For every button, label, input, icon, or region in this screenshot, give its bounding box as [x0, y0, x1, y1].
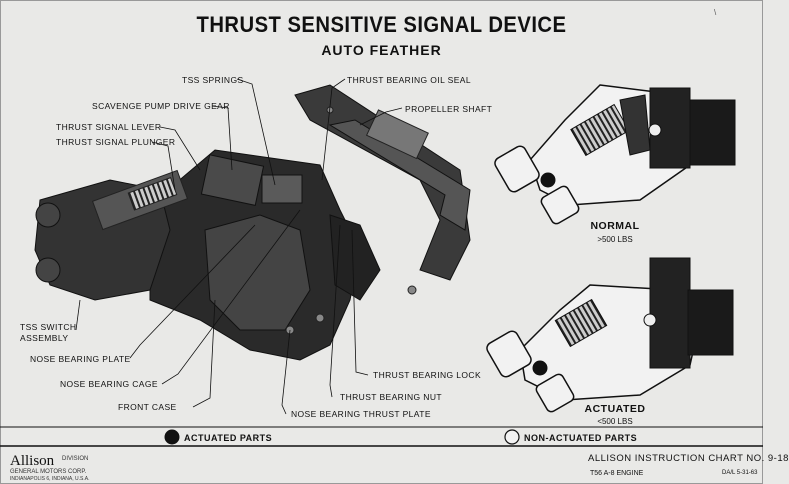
legend-actuated-label: ACTUATED PARTS [184, 433, 273, 443]
allison-logo-text: Allison [10, 453, 55, 469]
label-front-case: FRONT CASE [118, 402, 177, 412]
actuated-ball [532, 360, 548, 376]
footer-gm: GENERAL MOTORS CORP. [10, 469, 87, 475]
normal-spring [570, 103, 630, 157]
actuated-caption: ACTUATED [584, 403, 646, 415]
illustration [0, 0, 763, 484]
actuated-view [486, 257, 734, 413]
tss-spring-coil [127, 177, 178, 211]
label-nose-bearing-thrust-plate: NOSE BEARING THRUST PLATE [291, 409, 431, 419]
label-thrust-bearing-lock: THRUST BEARING LOCK [373, 370, 482, 380]
legend-actuated-swatch [164, 429, 180, 445]
shaft-splines [365, 109, 429, 160]
label-thrust-bearing-oil-seal: THRUST BEARING OIL SEAL [347, 75, 471, 85]
legend-non-actuated-label: NON-ACTUATED PARTS [524, 433, 638, 443]
label-thrust-signal-plunger: THRUST SIGNAL PLUNGER [56, 137, 176, 147]
corner-mark: \ [714, 8, 717, 17]
engine-model: T56 A-8 ENGINE [590, 470, 644, 477]
normal-view [494, 84, 736, 225]
actuated-spring [554, 298, 608, 348]
switch-connector-2 [35, 257, 61, 283]
switch-connector-1 [35, 202, 61, 228]
legend-non-actuated-swatch [504, 429, 520, 445]
chart-number: ALLISON INSTRUCTION CHART NO. 9-18 [588, 453, 789, 464]
normal-caption: NORMAL [590, 220, 640, 232]
actuated-threshold: <500 LBS [597, 417, 633, 426]
bearing-ring [328, 119, 471, 231]
shaft-flange [329, 214, 381, 301]
label-scavenge-pump-drive-gear: SCAVENGE PUMP DRIVE GEAR [92, 101, 230, 111]
label-propeller-shaft: PROPELLER SHAFT [405, 104, 493, 114]
normal-actuated-ball [540, 172, 556, 188]
chart-subtitle: AUTO FEATHER [321, 42, 442, 58]
main-cutaway [34, 84, 471, 361]
label-tss-switch: TSS SWITCH [20, 322, 77, 332]
scavenge-gear-block [200, 154, 265, 206]
label-nose-bearing-plate: NOSE BEARING PLATE [30, 354, 131, 364]
label-tss-switch-assembly: ASSEMBLY [20, 333, 69, 343]
chart-date: DA/L 5-31-63 [722, 470, 758, 476]
leader-lines [75, 78, 403, 415]
chart-title: THRUST SENSITIVE SIGNAL DEVICE [196, 12, 567, 37]
footer-location: INDIANAPOLIS 6, INDIANA, U.S.A. [10, 476, 90, 482]
footer-division: DIVISION [62, 456, 89, 462]
label-nose-bearing-cage: NOSE BEARING CAGE [60, 379, 158, 389]
case-bolts [285, 106, 417, 335]
tss-spring-block [261, 174, 303, 204]
label-thrust-bearing-nut: THRUST BEARING NUT [340, 392, 442, 402]
label-thrust-signal-lever: THRUST SIGNAL LEVER [56, 122, 162, 132]
normal-threshold: >500 LBS [597, 235, 633, 244]
label-tss-springs: TSS SPRINGS [182, 75, 244, 85]
